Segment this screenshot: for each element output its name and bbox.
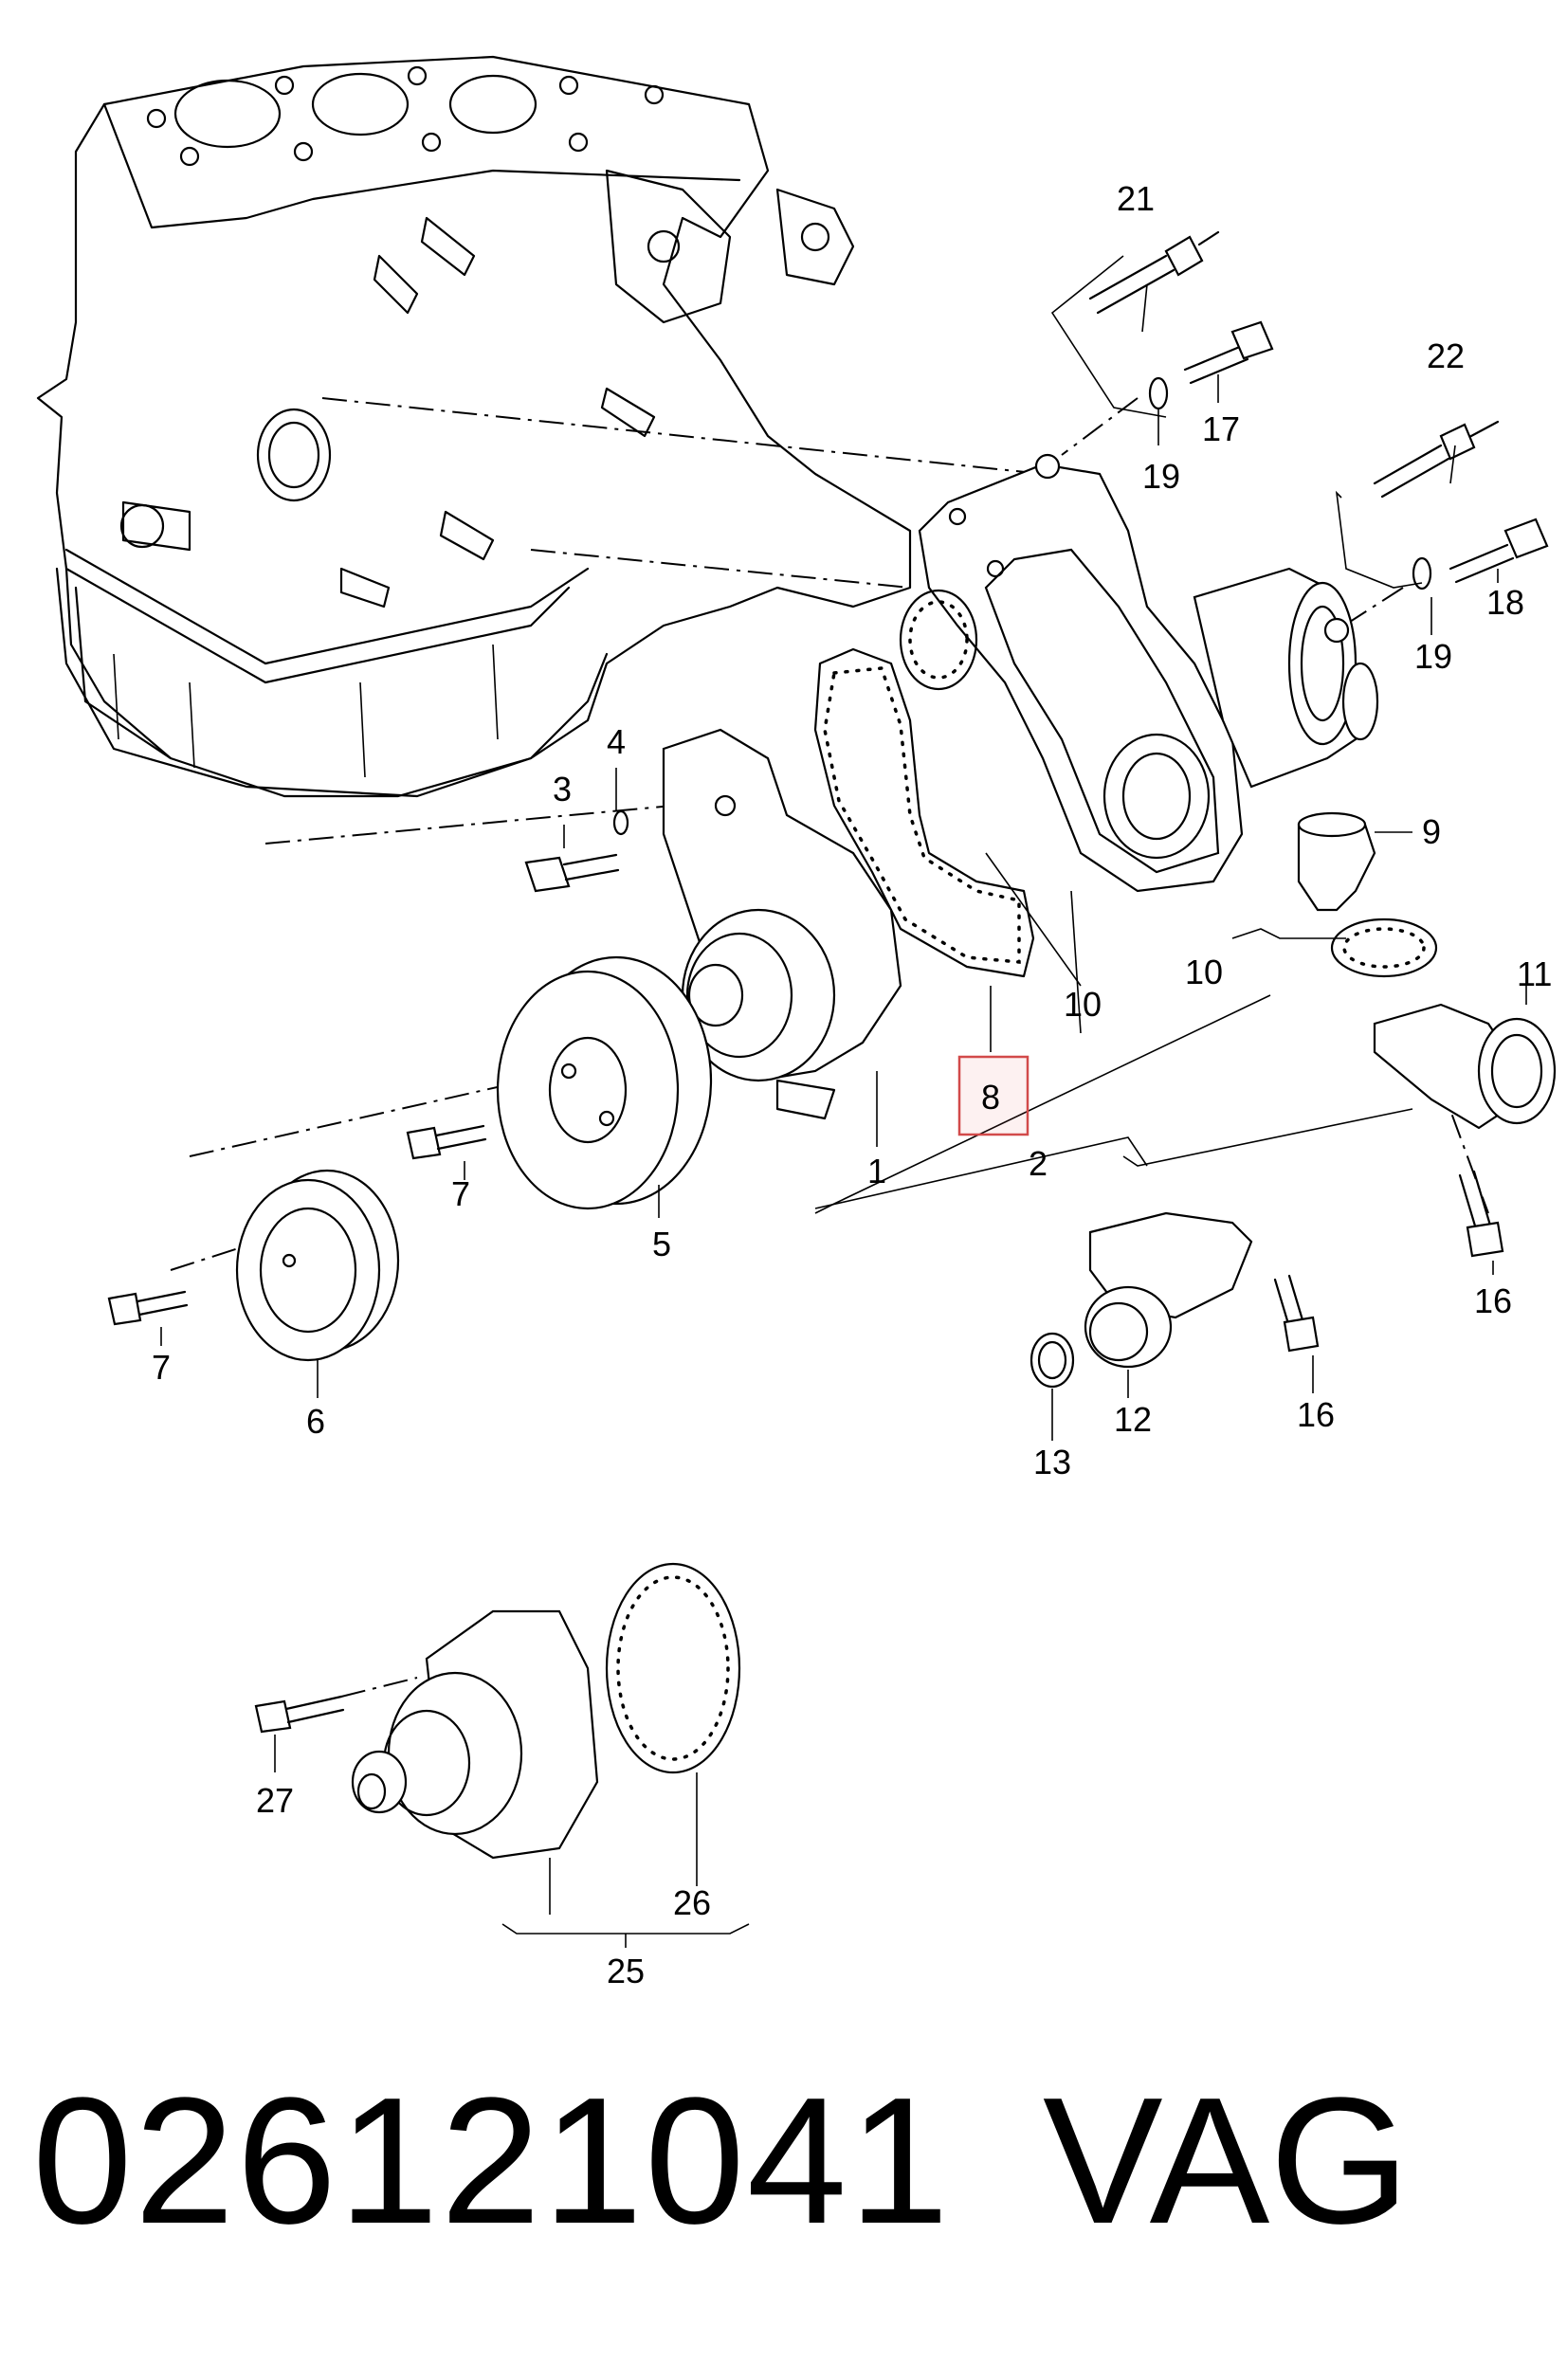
pulley-6 (235, 1169, 400, 1362)
thermostat-assembly (1297, 811, 1557, 1130)
callout-11: 11 (1517, 954, 1552, 993)
gasket-8 (899, 589, 978, 691)
part-number: 026121041 (32, 2061, 952, 2262)
callout-27: 27 (256, 1781, 294, 1820)
callout-26: 26 (673, 1883, 711, 1922)
bolts (107, 230, 1549, 1734)
gasket-10 (813, 647, 1035, 978)
brand-name: VAG (1043, 2061, 1411, 2262)
head-bores (146, 65, 665, 167)
callout-22: 22 (1427, 336, 1465, 375)
pulley-5 (496, 955, 713, 1210)
callout-25: 25 (607, 1952, 645, 1990)
alt-water-pump (351, 1609, 599, 1860)
callout-21: 21 (1117, 179, 1155, 218)
callout-8: 8 (981, 1078, 1000, 1117)
leader-lines (160, 255, 1527, 1948)
callout-16-center: 16 (1297, 1395, 1335, 1434)
callout-12: 12 (1114, 1400, 1152, 1439)
callout-19-lower: 19 (1414, 637, 1452, 676)
callout-10-right: 10 (1185, 953, 1223, 991)
callout-7-left: 7 (152, 1348, 171, 1387)
callout-19-upper: 19 (1142, 457, 1180, 496)
callout-16-right: 16 (1474, 1281, 1512, 1320)
callout-6: 6 (306, 1402, 325, 1441)
gasket-26 (605, 1562, 741, 1774)
callout-13: 13 (1033, 1443, 1071, 1481)
callout-5: 5 (652, 1225, 671, 1263)
callout-9: 9 (1422, 812, 1441, 851)
callout-8-highlight (957, 1055, 1029, 1136)
pump-housing (918, 453, 1379, 893)
block-studs (119, 169, 855, 609)
callout-3: 3 (553, 770, 572, 808)
callout-18: 18 (1486, 583, 1524, 622)
callout-2: 2 (1029, 1144, 1048, 1183)
callout-numbers: 21 17 19 22 18 19 3 4 9 10 11 10 8 2 1 7… (152, 179, 1552, 1990)
callout-17: 17 (1202, 409, 1240, 448)
coolant-flange (1029, 1211, 1253, 1389)
water-pump (662, 728, 902, 1120)
callout-1: 1 (867, 1152, 886, 1190)
callout-4: 4 (607, 722, 626, 761)
engine-block (36, 55, 912, 798)
callout-10-left: 10 (1064, 985, 1102, 1024)
callout-7-center: 7 (451, 1174, 470, 1213)
